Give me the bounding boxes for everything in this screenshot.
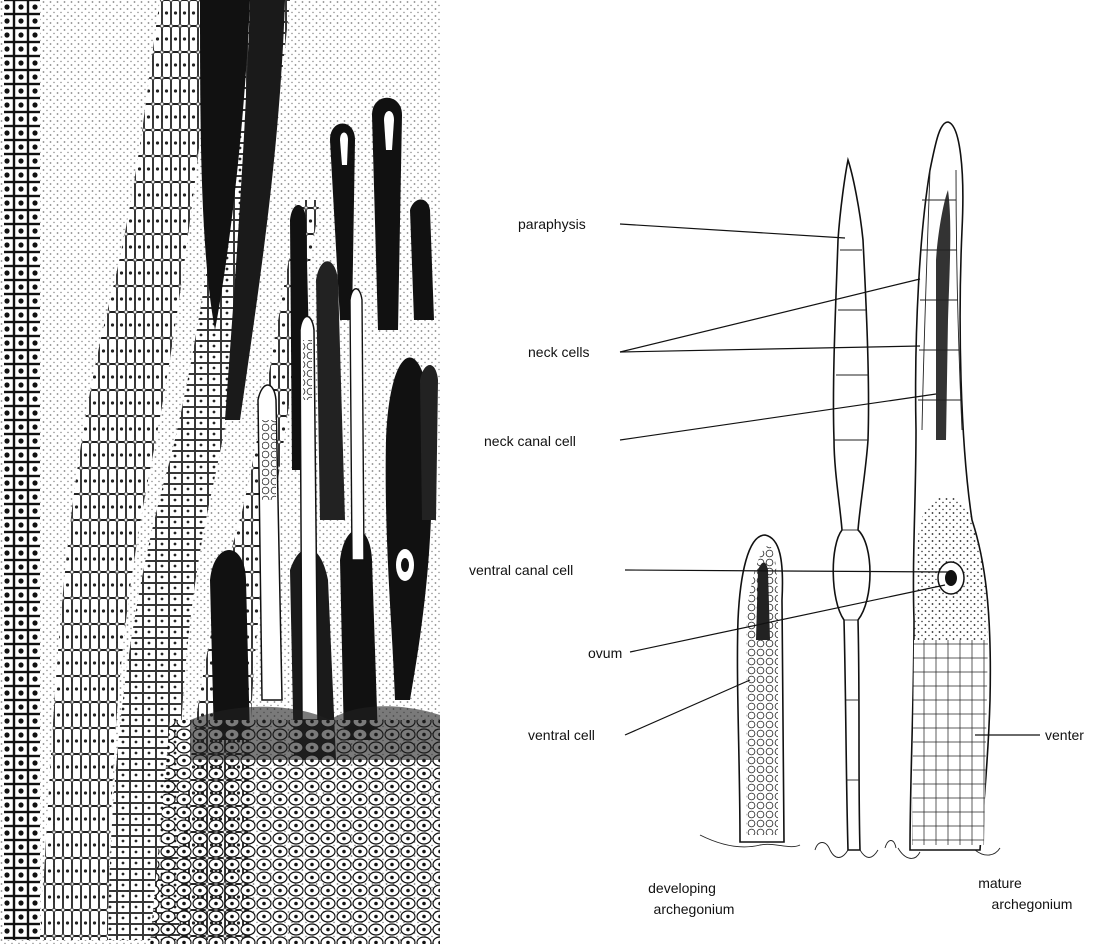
- labelled-drawing: paraphysis neck cells neck canal cell ve…: [469, 122, 1084, 917]
- neck-cells-leader-2: [620, 346, 920, 352]
- paraphysis-drawing: [815, 160, 896, 858]
- caption-mature-line1: mature: [978, 875, 1022, 891]
- label-ventral-canal-cell: ventral canal cell: [469, 562, 573, 578]
- paraphysis-leader: [620, 224, 845, 238]
- label-ovum: ovum: [588, 645, 622, 661]
- section-drawing: [0, 0, 440, 944]
- neck-canal-cell-leader: [620, 394, 936, 440]
- caption-mature-line2: archegonium: [992, 896, 1073, 912]
- caption-developing-line1: developing: [648, 880, 716, 896]
- ovum-leader: [630, 585, 945, 652]
- label-neck-cells: neck cells: [528, 344, 589, 360]
- caption-developing-line2: archegonium: [654, 901, 735, 917]
- label-neck-canal-cell: neck canal cell: [484, 433, 576, 449]
- mature-archegonium-drawing: [898, 122, 1000, 858]
- label-paraphysis: paraphysis: [518, 216, 586, 232]
- neck-cells-leader-1: [620, 279, 920, 352]
- label-venter: venter: [1045, 727, 1084, 743]
- ventral-canal-cell-leader: [625, 570, 948, 572]
- ventral-cell-leader: [625, 680, 750, 735]
- label-ventral-cell: ventral cell: [528, 727, 595, 743]
- developing-archegonium-drawing: [700, 535, 800, 847]
